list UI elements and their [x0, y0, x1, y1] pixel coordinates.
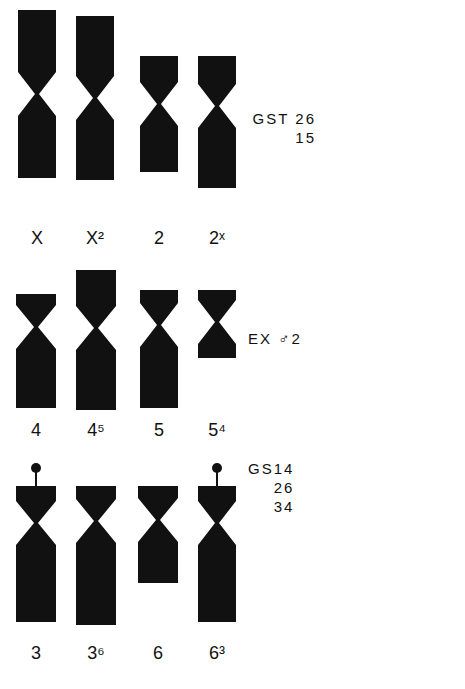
chromosome — [198, 56, 236, 188]
satellite-stalk — [216, 471, 218, 487]
chromosome — [140, 56, 178, 172]
chromosome — [198, 486, 236, 622]
chromosome — [198, 290, 236, 358]
chromosome-label: 3 — [31, 644, 41, 664]
chromosome-label: 2 — [154, 229, 164, 249]
chromosome — [76, 486, 116, 625]
chromosome — [18, 10, 56, 178]
chromosome — [140, 290, 178, 408]
chromosome-label: X — [31, 229, 43, 249]
chromosome — [16, 486, 56, 622]
chromosome-label: 2ˣ — [209, 229, 225, 249]
strain-note: EX ♂2 — [248, 330, 302, 349]
chromosome-label: 4⁵ — [87, 421, 104, 441]
strain-note: GS14 26 34 — [248, 460, 294, 516]
chromosome — [16, 294, 56, 408]
chromosome-label: 4 — [31, 421, 41, 441]
satellite-stalk — [35, 471, 37, 487]
chromosome-label: 5 — [154, 421, 164, 441]
chromosome-label: X² — [86, 229, 104, 249]
chromosome-label: 6 — [153, 644, 163, 664]
chromosome — [138, 486, 178, 583]
chromosome-label: 3⁶ — [87, 644, 104, 664]
chromosome — [76, 16, 114, 180]
strain-note: GST 26 15 — [240, 110, 316, 148]
chromosome — [76, 270, 116, 410]
chromosome-label: 5⁴ — [208, 421, 226, 441]
chromosome-label: 6³ — [209, 644, 225, 664]
